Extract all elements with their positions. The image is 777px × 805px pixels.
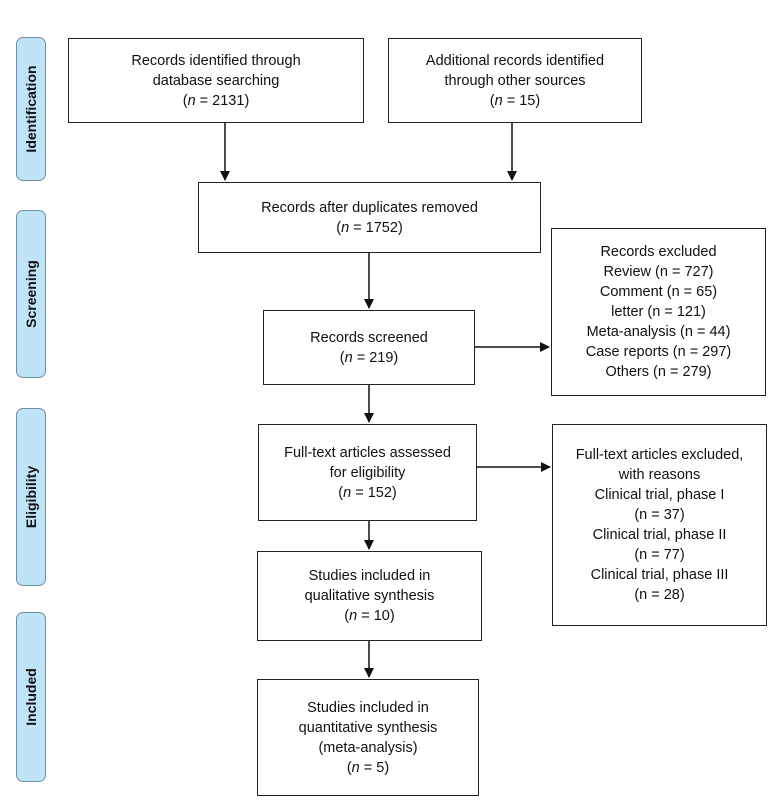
fulltext-excluded-line: Full-text articles excluded, xyxy=(575,447,744,463)
db-search-line-2: database searching xyxy=(152,72,280,89)
records-excluded-box: Records excluded Review (n = 727) Commen… xyxy=(551,228,766,396)
after-duplicates-line-1: Records after duplicates removed xyxy=(261,199,478,216)
records-excluded-item: Meta-analysis (n = 44) xyxy=(586,324,731,340)
screened-count: (n = 219) xyxy=(339,349,399,366)
fulltext-excluded-line: (n = 28) xyxy=(634,587,685,603)
quantitative-box: Studies included in quantitative synthes… xyxy=(257,679,479,796)
quantitative-line-3: (meta-analysis) xyxy=(318,739,418,756)
quantitative-line-1: Studies included in xyxy=(307,699,429,716)
db-search-box: Records identified through database sear… xyxy=(68,38,364,123)
fulltext-box: Full-text articles assessed for eligibil… xyxy=(258,424,477,521)
records-excluded-item: letter (n = 121) xyxy=(611,304,706,320)
qualitative-count: (n = 10) xyxy=(344,608,395,624)
after-duplicates-count: (n = 1752) xyxy=(336,219,403,236)
records-excluded-item: Case reports (n = 297) xyxy=(585,344,732,360)
other-sources-line-2: through other sources xyxy=(444,72,586,89)
fulltext-excluded-box: Full-text articles excluded, with reason… xyxy=(552,424,767,626)
other-sources-box: Additional records identified through ot… xyxy=(388,38,642,123)
phase-eligibility: Eligibility xyxy=(16,408,46,586)
db-search-line-1: Records identified through xyxy=(131,52,301,69)
fulltext-line-2: for eligibility xyxy=(329,464,406,481)
records-excluded-title: Records excluded xyxy=(600,244,717,260)
fulltext-line-1: Full-text articles assessed xyxy=(284,444,451,461)
db-search-count: (n = 2131) xyxy=(182,92,250,109)
fulltext-excluded-line: Clinical trial, phase II xyxy=(592,527,727,543)
fulltext-excluded-line: Clinical trial, phase I xyxy=(594,487,725,503)
other-sources-count: (n = 15) xyxy=(489,92,541,109)
fulltext-excluded-line: Clinical trial, phase III xyxy=(590,567,729,583)
phase-screening: Screening xyxy=(16,210,46,378)
quantitative-count: (n = 5) xyxy=(346,759,390,776)
fulltext-excluded-line: (n = 37) xyxy=(634,507,685,523)
quantitative-line-2: quantitative synthesis xyxy=(298,719,438,736)
qualitative-line-2: qualitative synthesis xyxy=(304,588,435,604)
screened-line-1: Records screened xyxy=(310,329,428,346)
records-excluded-item: Review (n = 727) xyxy=(603,264,714,280)
qualitative-box: Studies included in qualitative synthesi… xyxy=(257,551,482,641)
records-excluded-item: Comment (n = 65) xyxy=(599,284,718,300)
fulltext-excluded-line: (n = 77) xyxy=(634,547,685,563)
fulltext-excluded-line: with reasons xyxy=(618,467,701,483)
fulltext-count: (n = 152) xyxy=(338,484,397,501)
qualitative-line-1: Studies included in xyxy=(308,568,431,584)
phase-included: Included xyxy=(16,612,46,782)
other-sources-line-1: Additional records identified xyxy=(425,52,605,69)
after-duplicates-box: Records after duplicates removed (n = 17… xyxy=(198,182,541,253)
screened-box: Records screened (n = 219) xyxy=(263,310,475,385)
phase-identification: Identification xyxy=(16,37,46,181)
records-excluded-item: Others (n = 279) xyxy=(605,364,712,380)
